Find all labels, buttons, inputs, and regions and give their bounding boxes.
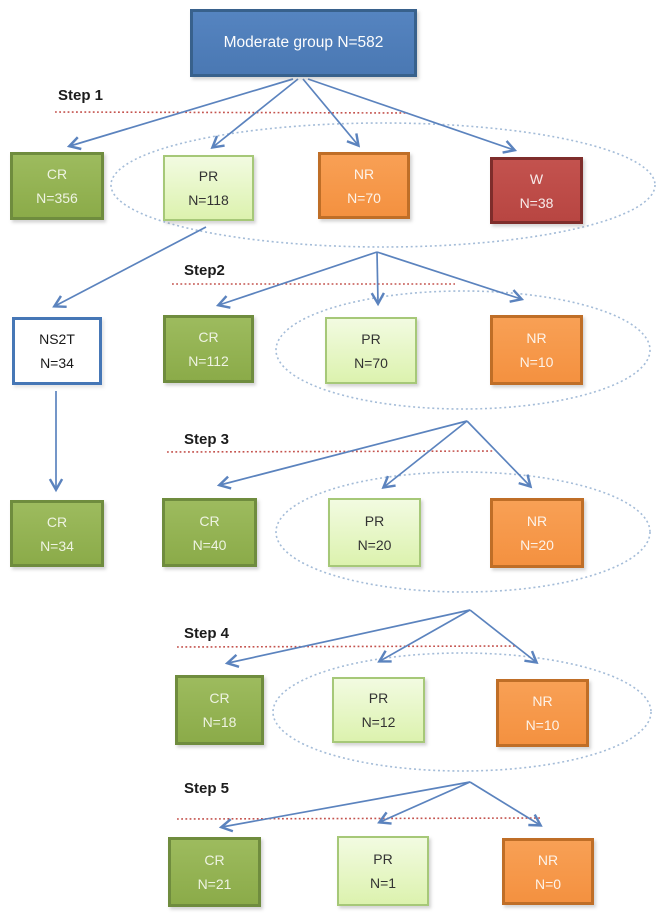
node-step5-nr: NR N=0	[502, 838, 594, 905]
node-value: N=21	[197, 876, 232, 892]
node-label: CR	[198, 329, 219, 345]
flow-arrows	[48, 78, 543, 833]
arrow-root-to-cr356	[66, 78, 294, 151]
node-label: PR	[361, 330, 381, 347]
node-step1-cr: CR N=356	[10, 152, 104, 220]
arrow-pr118-to-ns2t	[52, 226, 207, 309]
step3-label: Step 3	[184, 431, 230, 448]
step3-divider	[166, 450, 494, 453]
node-moderate-group: Moderate group N=582	[190, 9, 417, 77]
node-label: NR	[526, 513, 548, 529]
node-step1-nr: NR N=70	[318, 152, 410, 219]
arrow-root-to-pr118	[210, 78, 299, 150]
step2-label: Step2	[184, 262, 225, 279]
node-step4-nr: NR N=10	[496, 679, 589, 747]
node-label: CR	[46, 513, 68, 530]
node-label: NR	[532, 693, 553, 709]
node-label: W	[529, 170, 544, 187]
node-label: PR	[364, 512, 385, 529]
node-step5-cr: CR N=21	[168, 837, 261, 907]
step2-group-ellipse	[275, 290, 651, 410]
node-value: N=20	[357, 536, 392, 553]
node-step2-nr: NR N=10	[490, 315, 583, 385]
node-label: CR	[209, 690, 230, 706]
node-value: N=12	[361, 714, 396, 730]
node-step5-pr: PR N=1	[337, 836, 429, 906]
step3-group-ellipse	[275, 471, 651, 593]
node-value: N=38	[519, 194, 554, 211]
node-value: N=10	[525, 717, 560, 733]
node-value: N=356	[36, 190, 78, 206]
node-value: N=118	[188, 192, 229, 208]
step4-group-ellipse	[272, 652, 652, 772]
node-label: CR	[46, 166, 68, 182]
arrow-step4-to-nr10	[469, 609, 539, 665]
arrow-step4-to-cr18	[224, 609, 471, 669]
node-label: PR	[373, 851, 393, 867]
node-value: N=20	[520, 537, 554, 553]
step4-divider	[176, 645, 517, 648]
arrow-root-to-w38	[307, 78, 518, 154]
node-step3-cr40: CR N=40	[162, 498, 257, 567]
step4-label: Step 4	[184, 625, 230, 642]
node-step4-cr: CR N=18	[175, 675, 264, 745]
node-step1-pr: PR N=118	[163, 155, 254, 221]
arrow-root-to-nr70	[302, 78, 361, 148]
arrow-step3-to-cr40	[216, 420, 468, 490]
arrow-step5-to-cr21	[218, 781, 471, 833]
arrow-step5-to-pr1	[377, 781, 471, 825]
node-value: N=112	[188, 353, 229, 369]
arrow-step3-to-nr20	[466, 420, 533, 489]
node-label: PR	[368, 690, 389, 706]
node-value: N=34	[40, 537, 74, 554]
node-value: N=1	[369, 875, 397, 891]
node-value: N=70	[354, 354, 388, 371]
arrow-step5-to-nr0	[469, 781, 543, 827]
node-step2-pr: PR N=70	[325, 317, 417, 384]
node-label: CR	[199, 512, 220, 529]
node-step2-cr: CR N=112	[163, 315, 254, 383]
arrow-step2-to-nr10	[376, 251, 525, 303]
arrow-step4-to-pr12	[377, 609, 471, 663]
group-ellipses	[110, 122, 656, 772]
node-label: NS2T	[39, 331, 75, 347]
arrow-step2-to-cr112	[215, 251, 378, 309]
node-step3-pr: PR N=20	[328, 498, 421, 567]
node-step2-ns2t: NS2T N=34	[12, 317, 102, 385]
node-value: N=70	[347, 189, 381, 206]
node-label: NR	[526, 330, 547, 346]
arrow-step2-to-pr70	[370, 251, 385, 307]
node-step1-w: W N=38	[490, 157, 583, 224]
node-value: N=34	[40, 355, 74, 371]
step5-label: Step 5	[184, 780, 230, 797]
node-value: N=0	[534, 875, 562, 892]
node-label: NR	[537, 851, 559, 868]
arrow-step3-to-pr20	[381, 420, 468, 490]
node-step3-nr: NR N=20	[490, 498, 584, 568]
step-divider-lines	[54, 111, 541, 820]
node-label: CR	[204, 852, 225, 868]
node-value: N=18	[202, 714, 237, 730]
node-step4-pr: PR N=12	[332, 677, 425, 743]
step1-label: Step 1	[58, 87, 104, 104]
step1-divider	[54, 111, 409, 114]
node-label: Moderate group N=582	[223, 34, 384, 52]
node-value: N=40	[192, 536, 227, 553]
step1-group-ellipse	[110, 122, 656, 248]
node-label: NR	[353, 165, 375, 182]
node-value: N=10	[519, 354, 554, 370]
step5-divider	[176, 817, 541, 820]
node-step3-cr34: CR N=34	[10, 500, 104, 567]
node-label: PR	[198, 168, 219, 184]
